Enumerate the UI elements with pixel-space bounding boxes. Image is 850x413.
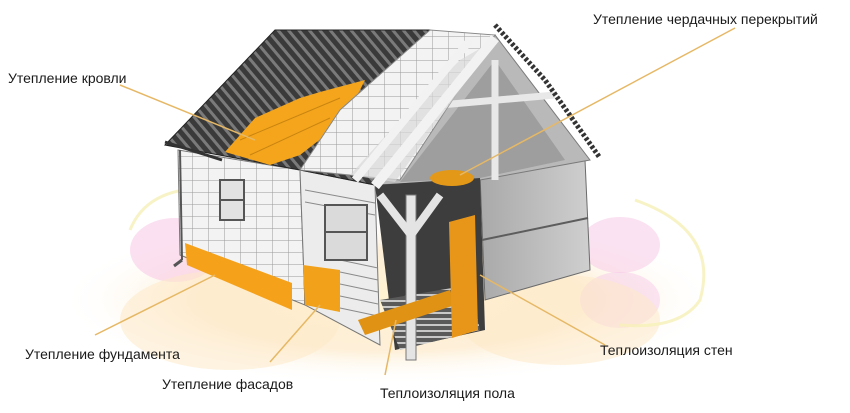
attic-insulation [430,170,474,186]
foundation-insulation [185,243,292,310]
leader-lines [94,27,736,376]
roof-insulation [225,80,365,165]
facade-insulation [303,265,340,312]
label-roof-insulation: Утепление кровли [8,70,127,86]
wall-insulation [449,215,478,338]
label-floor-insulation: Теплоизоляция пола [380,385,515,401]
label-wall-insulation: Теплоизоляция стен [600,342,733,358]
label-foundation-insulation: Утепление фундамента [25,346,180,362]
label-attic-insulation: Утепление чердачных перекрытий [593,11,818,27]
label-facade-insulation: Утепление фасадов [162,376,294,392]
floor-insulation [358,290,455,335]
